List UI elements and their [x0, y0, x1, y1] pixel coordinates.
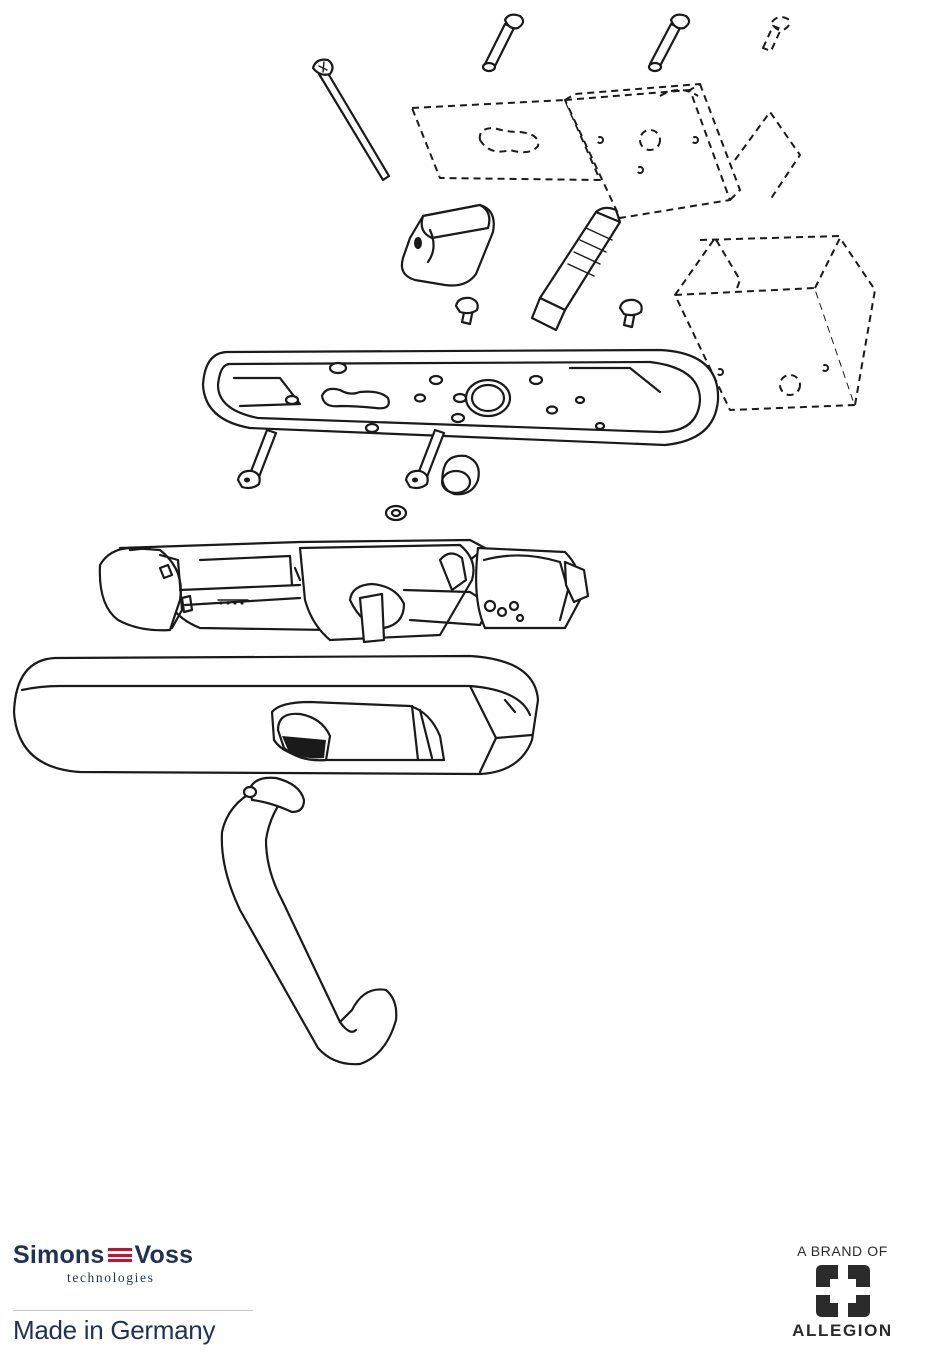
screw-lower-left: [238, 430, 276, 488]
square-spindle: [532, 208, 620, 330]
screw-small-left: [456, 298, 478, 324]
simonsvoss-tagline: technologies: [67, 1270, 253, 1286]
simonsvoss-red-bars-icon: [108, 1248, 132, 1262]
screw-top-right-dashed: [763, 17, 789, 51]
allegion-brand: A BRAND OF ALLEGION: [780, 1243, 905, 1341]
screw-lower-middle: [406, 430, 444, 488]
allegion-logo-icon: [816, 1265, 870, 1317]
simonsvoss-word-right: Voss: [135, 1241, 194, 1270]
long-screw: [313, 60, 389, 180]
profile-cylinder: [402, 205, 494, 286]
screw-small-right: [620, 300, 642, 327]
simonsvoss-wordmark: Simons Voss: [13, 1240, 253, 1270]
electronic-module: [100, 540, 588, 642]
door-handle: [222, 778, 396, 1064]
mortise-lock-dashed: [412, 84, 800, 218]
front-cover: [14, 656, 538, 774]
screw-top-left: [483, 15, 523, 71]
washer: [386, 506, 406, 520]
brand-of-label: A BRAND OF: [780, 1243, 905, 1259]
back-plate: [203, 350, 718, 445]
allegion-wordmark: ALLEGION: [780, 1321, 905, 1341]
footer-divider: [13, 1310, 253, 1311]
screw-top-middle: [649, 15, 689, 71]
simonsvoss-word-left: Simons: [13, 1241, 105, 1270]
made-in-germany: Made in Germany: [13, 1315, 253, 1346]
simonsvoss-logo: Simons Voss technologies Made in Germany: [13, 1240, 253, 1346]
bushing: [442, 456, 479, 494]
